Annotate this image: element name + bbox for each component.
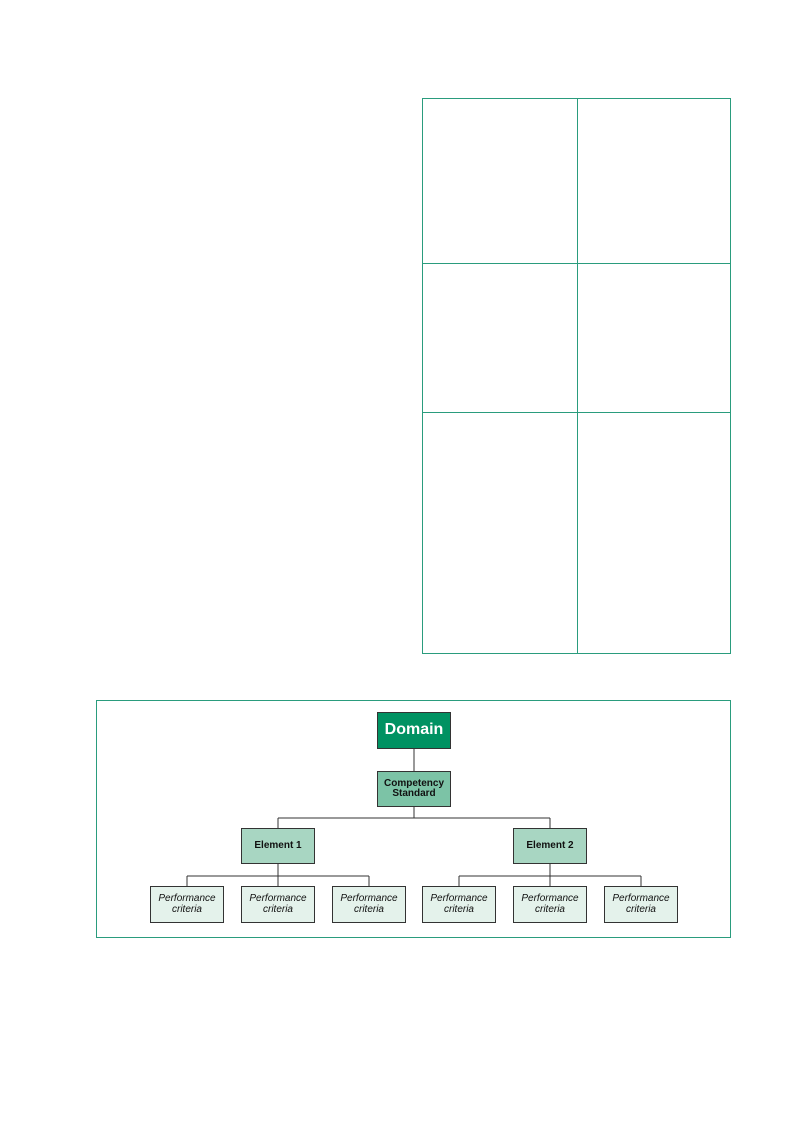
competency-standard-box: Competency Standard: [377, 771, 451, 807]
table-cell: [423, 413, 577, 653]
table-cell: [578, 264, 731, 412]
table-row-divider: [423, 263, 730, 264]
table-cell: [578, 413, 731, 653]
element-1-box: Element 1: [241, 828, 315, 864]
domain-box: Domain: [377, 712, 451, 749]
performance-criteria-box: Performance criteria: [422, 886, 496, 923]
competency-hierarchy-diagram: Domain Competency Standard Element 1 Ele…: [96, 700, 731, 938]
performance-criteria-box: Performance criteria: [150, 886, 224, 923]
empty-grid-table: [422, 98, 731, 654]
table-cell: [423, 99, 577, 263]
table-column-divider: [577, 99, 578, 653]
performance-criteria-box: Performance criteria: [513, 886, 587, 923]
performance-criteria-box: Performance criteria: [332, 886, 406, 923]
performance-criteria-box: Performance criteria: [604, 886, 678, 923]
connector-lines: [186, 749, 642, 886]
element-2-box: Element 2: [513, 828, 587, 864]
table-cell: [423, 264, 577, 412]
table-row-divider: [423, 412, 730, 413]
table-cell: [578, 99, 731, 263]
performance-criteria-box: Performance criteria: [241, 886, 315, 923]
